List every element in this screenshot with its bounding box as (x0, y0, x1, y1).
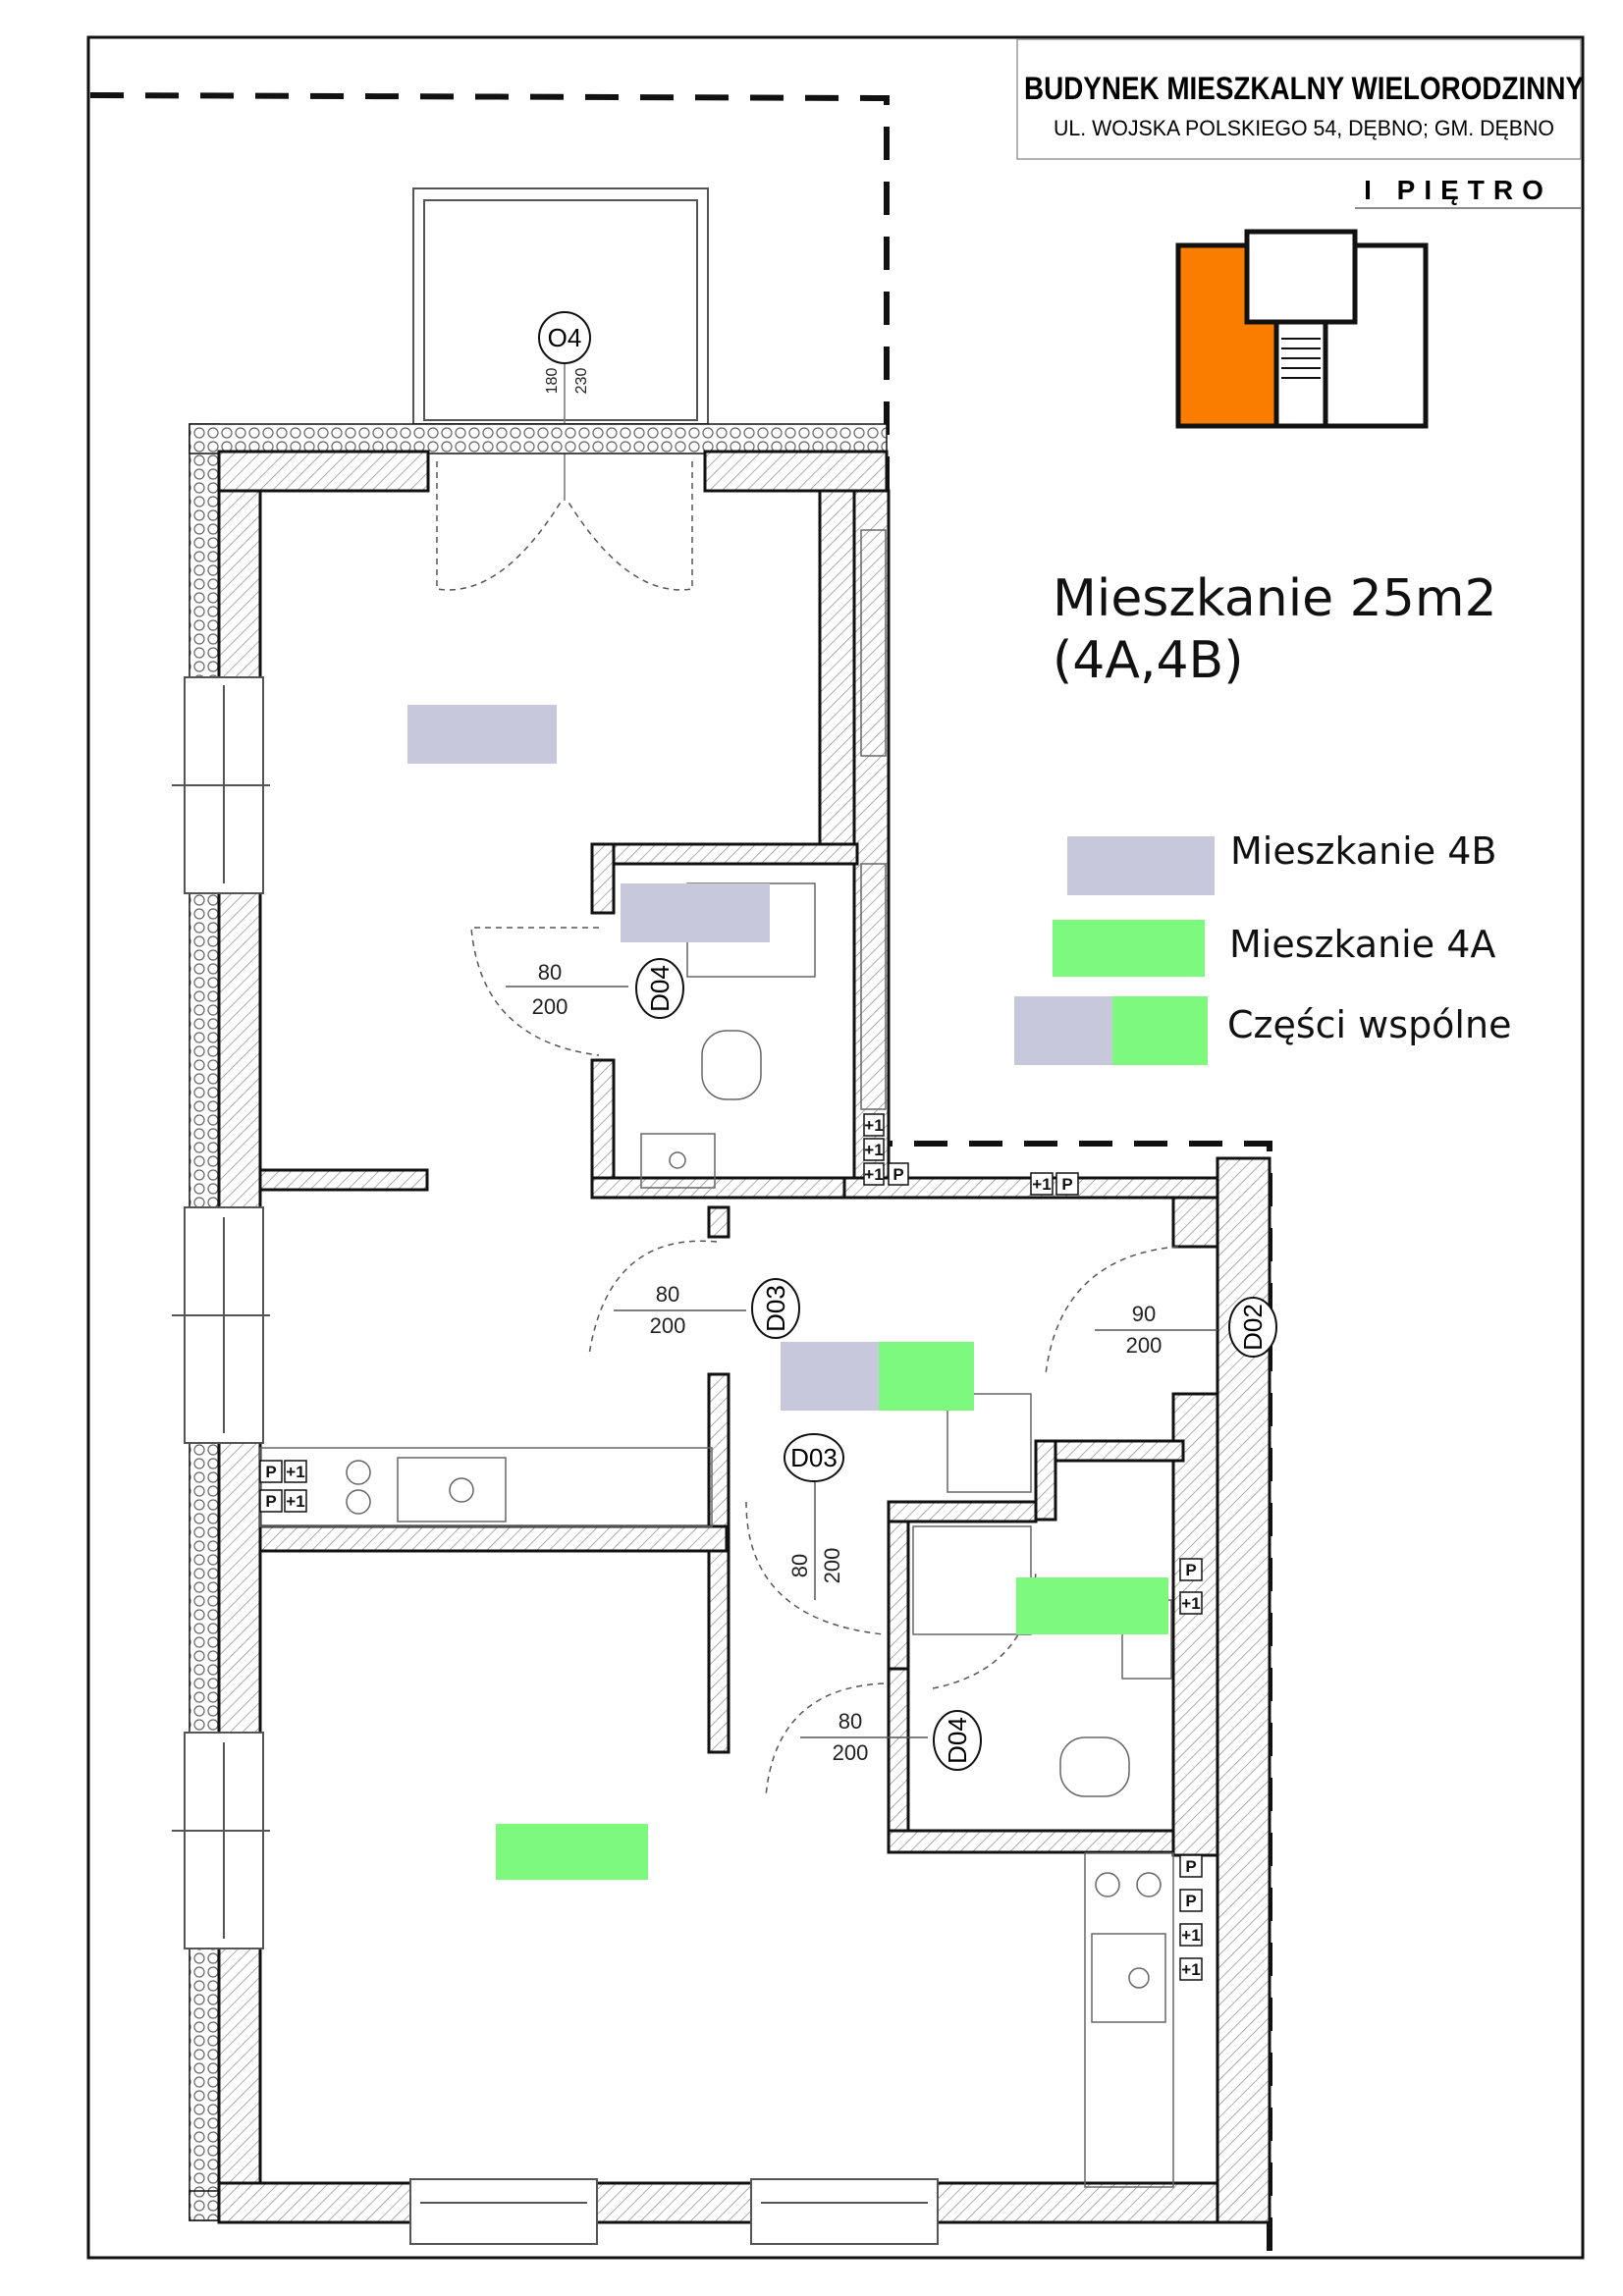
title-block: BUDYNEK MIESZKALNY WIELORODZINNY UL. WOJ… (1016, 38, 1584, 209)
svg-text:P: P (1061, 1175, 1072, 1194)
kitchen-counter (259, 1447, 713, 1527)
key-plan (1175, 229, 1429, 429)
door-code: D04 (645, 965, 675, 1012)
building-title: BUDYNEK MIESZKALNY WIELORODZINNY (1024, 71, 1584, 106)
door-height: 200 (833, 1740, 869, 1765)
walls (217, 450, 1271, 2224)
svg-text:P: P (1185, 1561, 1196, 1579)
door-width: 80 (839, 1709, 862, 1734)
legend-swatch-common-b (1112, 996, 1208, 1065)
door-code: D04 (943, 1717, 972, 1764)
svg-text:P: P (265, 1463, 276, 1481)
door-d02-entrance: 90 200 D02 (1095, 1297, 1277, 1358)
door-width: 80 (787, 1554, 812, 1577)
door-width: 90 (1132, 1302, 1156, 1326)
svg-text:+1: +1 (864, 1165, 883, 1184)
marker-4b-bath (621, 883, 770, 942)
windows-bottom (409, 2178, 939, 2245)
svg-text:+1: +1 (1181, 1960, 1200, 1979)
svg-text:P: P (265, 1492, 276, 1511)
legend-label-4b: Mieszkanie 4B (1230, 829, 1496, 873)
marker-common-4a (879, 1342, 974, 1411)
door-width: 80 (538, 960, 562, 985)
apartment-heading: Mieszkanie 25m2 (4A,4B) (1053, 569, 1497, 690)
door-height: 200 (1126, 1333, 1163, 1358)
svg-text:+1: +1 (286, 1492, 304, 1511)
window-dim-b: 230 (573, 368, 590, 395)
svg-text:+1: +1 (1032, 1175, 1051, 1194)
legend-swatch-4b (1067, 836, 1215, 895)
legend: Mieszkanie 4B Mieszkanie 4A Części wspól… (1014, 829, 1511, 1065)
door-d03-corridor: 80 200 D03 (614, 1278, 800, 1339)
window-tag: O4 180 230 (538, 311, 591, 501)
room-markers (407, 705, 1168, 1880)
svg-text:+1: +1 (864, 1116, 883, 1135)
floor-label: I PIĘTRO (1364, 175, 1552, 205)
door-height: 200 (532, 994, 568, 1019)
door-code: D03 (790, 1443, 838, 1472)
kitchen-sink (397, 1457, 507, 1522)
legend-swatch-common-a (1014, 996, 1112, 1065)
svg-text:+1: +1 (1181, 1594, 1200, 1613)
sink-upper (640, 1133, 716, 1189)
marker-4a-room (496, 1824, 648, 1880)
door-d04-lower: 80 200 D04 (800, 1709, 982, 1771)
kitchen-lower (1084, 1852, 1174, 2188)
sheet-border (86, 35, 1585, 2260)
legend-swatch-4a (1053, 920, 1205, 977)
building-address: UL. WOJSKA POLSKIEGO 54, DĘBNO; GM. DĘBN… (1054, 116, 1554, 140)
door-swings (470, 927, 1179, 1797)
svg-text:P: P (1185, 1857, 1196, 1876)
door-height: 200 (820, 1548, 844, 1584)
balcony (412, 187, 709, 425)
door-d03-lower: D03 80 200 (784, 1433, 844, 1600)
svg-text:P: P (1185, 1892, 1196, 1910)
insulation (189, 423, 1271, 2221)
vent-tags: +1 +1 +1 P +1 P P +1 P +1 P +1 P P +1 +1 (259, 1113, 1203, 1981)
washing-machine (947, 1393, 1032, 1493)
toilet-lower (1059, 1736, 1130, 1797)
door-code: D03 (761, 1285, 790, 1332)
apartment-area: Mieszkanie 25m2 (1053, 569, 1497, 628)
toilet-upper (701, 1030, 762, 1100)
shower-lower (912, 1525, 1032, 1635)
window-code: O4 (548, 323, 582, 352)
door-width: 80 (656, 1282, 679, 1307)
fixtures (259, 529, 1174, 2188)
door-height: 200 (650, 1313, 686, 1338)
hob-icon (346, 1460, 371, 1485)
marker-4b-room (407, 705, 557, 764)
marker-4a-bath (1016, 1577, 1168, 1634)
balcony-door (436, 461, 693, 591)
svg-text:+1: +1 (1181, 1926, 1200, 1945)
marker-common-4b (781, 1342, 879, 1411)
window-dim-a: 180 (544, 368, 561, 395)
door-code: D02 (1238, 1304, 1268, 1351)
svg-text:P: P (893, 1165, 903, 1184)
windows-left (172, 676, 270, 1949)
apartment-units: (4A,4B) (1053, 631, 1244, 690)
legend-label-4a: Mieszkanie 4A (1229, 923, 1495, 966)
legend-label-common: Części wspólne (1227, 1003, 1511, 1046)
svg-text:+1: +1 (864, 1141, 883, 1159)
svg-text:+1: +1 (286, 1463, 304, 1481)
door-d04-upper: 80 200 D04 (506, 958, 684, 1019)
